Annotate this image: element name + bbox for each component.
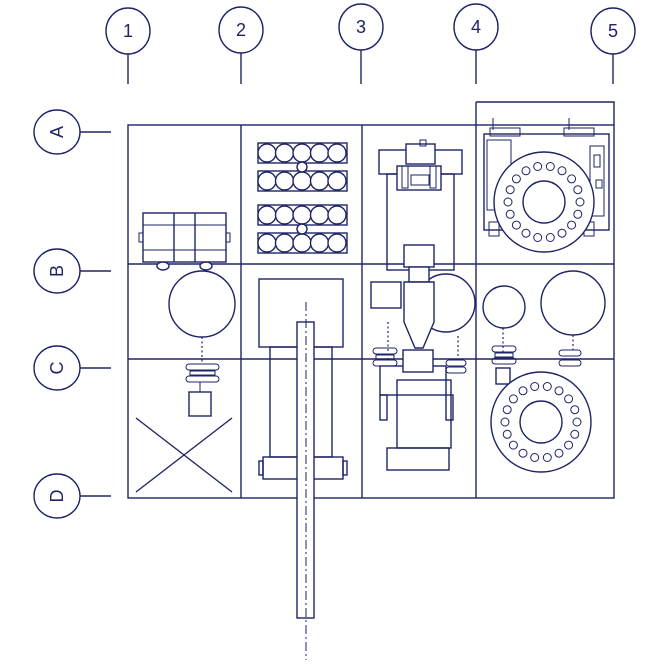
coil [327,171,347,191]
coil [257,233,277,253]
layout-grid [127,101,615,499]
flange-bolt-hole [502,405,512,415]
coil [274,205,295,225]
press-b2 [258,278,348,660]
flange-bolt-hole [564,440,574,450]
coil [257,171,277,191]
column-label-4: 4 [471,17,481,37]
coil-small [296,223,308,235]
pallet-rack-a1 [138,212,231,271]
flange-c4 [490,371,592,473]
column-label-2: 2 [236,20,246,40]
row-label-c: C [47,362,67,375]
column-axis-4: 4 [453,3,499,84]
flange-bolt-hole [575,197,585,207]
column-axis-2: 2 [218,6,264,84]
flange-bolt-hole [533,233,543,242]
flange-bolt-hole [500,417,510,427]
flange-bolt-hole [557,166,567,176]
flange-bolt-hole [545,233,555,242]
row-label-b: B [47,265,67,277]
flange-bolt-hole [530,382,540,391]
flange-bolt-hole [521,166,531,176]
row-axis-b: B [33,248,111,294]
flange-bolt-hole [521,228,531,238]
row-axis-c: C [33,345,111,391]
coil [327,205,347,225]
machine-c3 [372,322,467,471]
flange-a4 [493,151,595,253]
coil-small [296,161,308,173]
coil [292,143,312,163]
column-label-5: 5 [608,21,618,41]
coil [292,233,312,253]
coil [274,143,295,163]
coil [292,171,312,191]
coil [292,205,312,225]
drums-b4-b5 [482,270,606,352]
column-label-1: 1 [123,21,133,41]
flange-bolt-hole [518,448,528,458]
flange-bolt-hole [542,453,552,462]
empty-cell-cross-d1 [135,417,233,493]
flange-bolt-hole [554,448,564,458]
coil [327,233,347,253]
flange-bolt-hole [511,220,521,230]
column-axis-3: 3 [338,3,384,84]
coil [257,143,277,163]
valve-c1 [185,363,220,417]
drum-b1 [168,270,236,362]
coil [309,205,330,225]
machine-a3 [378,139,463,271]
coil [309,233,330,253]
flange-bolt-hole [508,440,518,450]
flange-bolt-hole [502,429,512,439]
flange-bolt-hole [570,405,580,415]
flange-bolt-hole [505,185,515,195]
flange-bolt-hole [570,429,580,439]
coil [327,143,347,163]
row-axis-a: A [33,109,111,155]
coil [257,205,277,225]
flange-bolt-hole [530,453,540,462]
flange-bolt-hole [542,382,552,391]
flange-bolt-hole [573,209,583,219]
flange-bolt-hole [505,209,515,219]
flange-bolt-hole [557,228,567,238]
coil [274,233,295,253]
flange-bolt-hole [545,162,555,171]
coil [274,171,295,191]
column-label-3: 3 [356,17,366,37]
flange-bolt-hole [518,386,528,396]
row-axis-d: D [33,473,111,519]
coil [309,143,330,163]
hopper-b3 [403,244,435,349]
flange-bolt-hole [508,394,518,404]
flange-bolt-hole [503,197,513,207]
flange-bolt-hole [533,162,543,171]
column-axis-5: 5 [590,7,636,84]
flange-bolt-hole [564,394,574,404]
row-label-d: D [47,490,67,503]
row-label-a: A [47,126,67,138]
coil-storage-a2 [257,142,348,254]
flange-bolt-hole [511,174,521,184]
valves-c4-c5 [491,345,582,385]
column-axis-1: 1 [105,7,151,84]
flange-bolt-hole [567,174,577,184]
flange-bolt-hole [572,417,582,427]
flange-bolt-hole [573,185,583,195]
flange-bolt-hole [567,220,577,230]
coil [309,171,330,191]
flange-bolt-hole [554,386,564,396]
